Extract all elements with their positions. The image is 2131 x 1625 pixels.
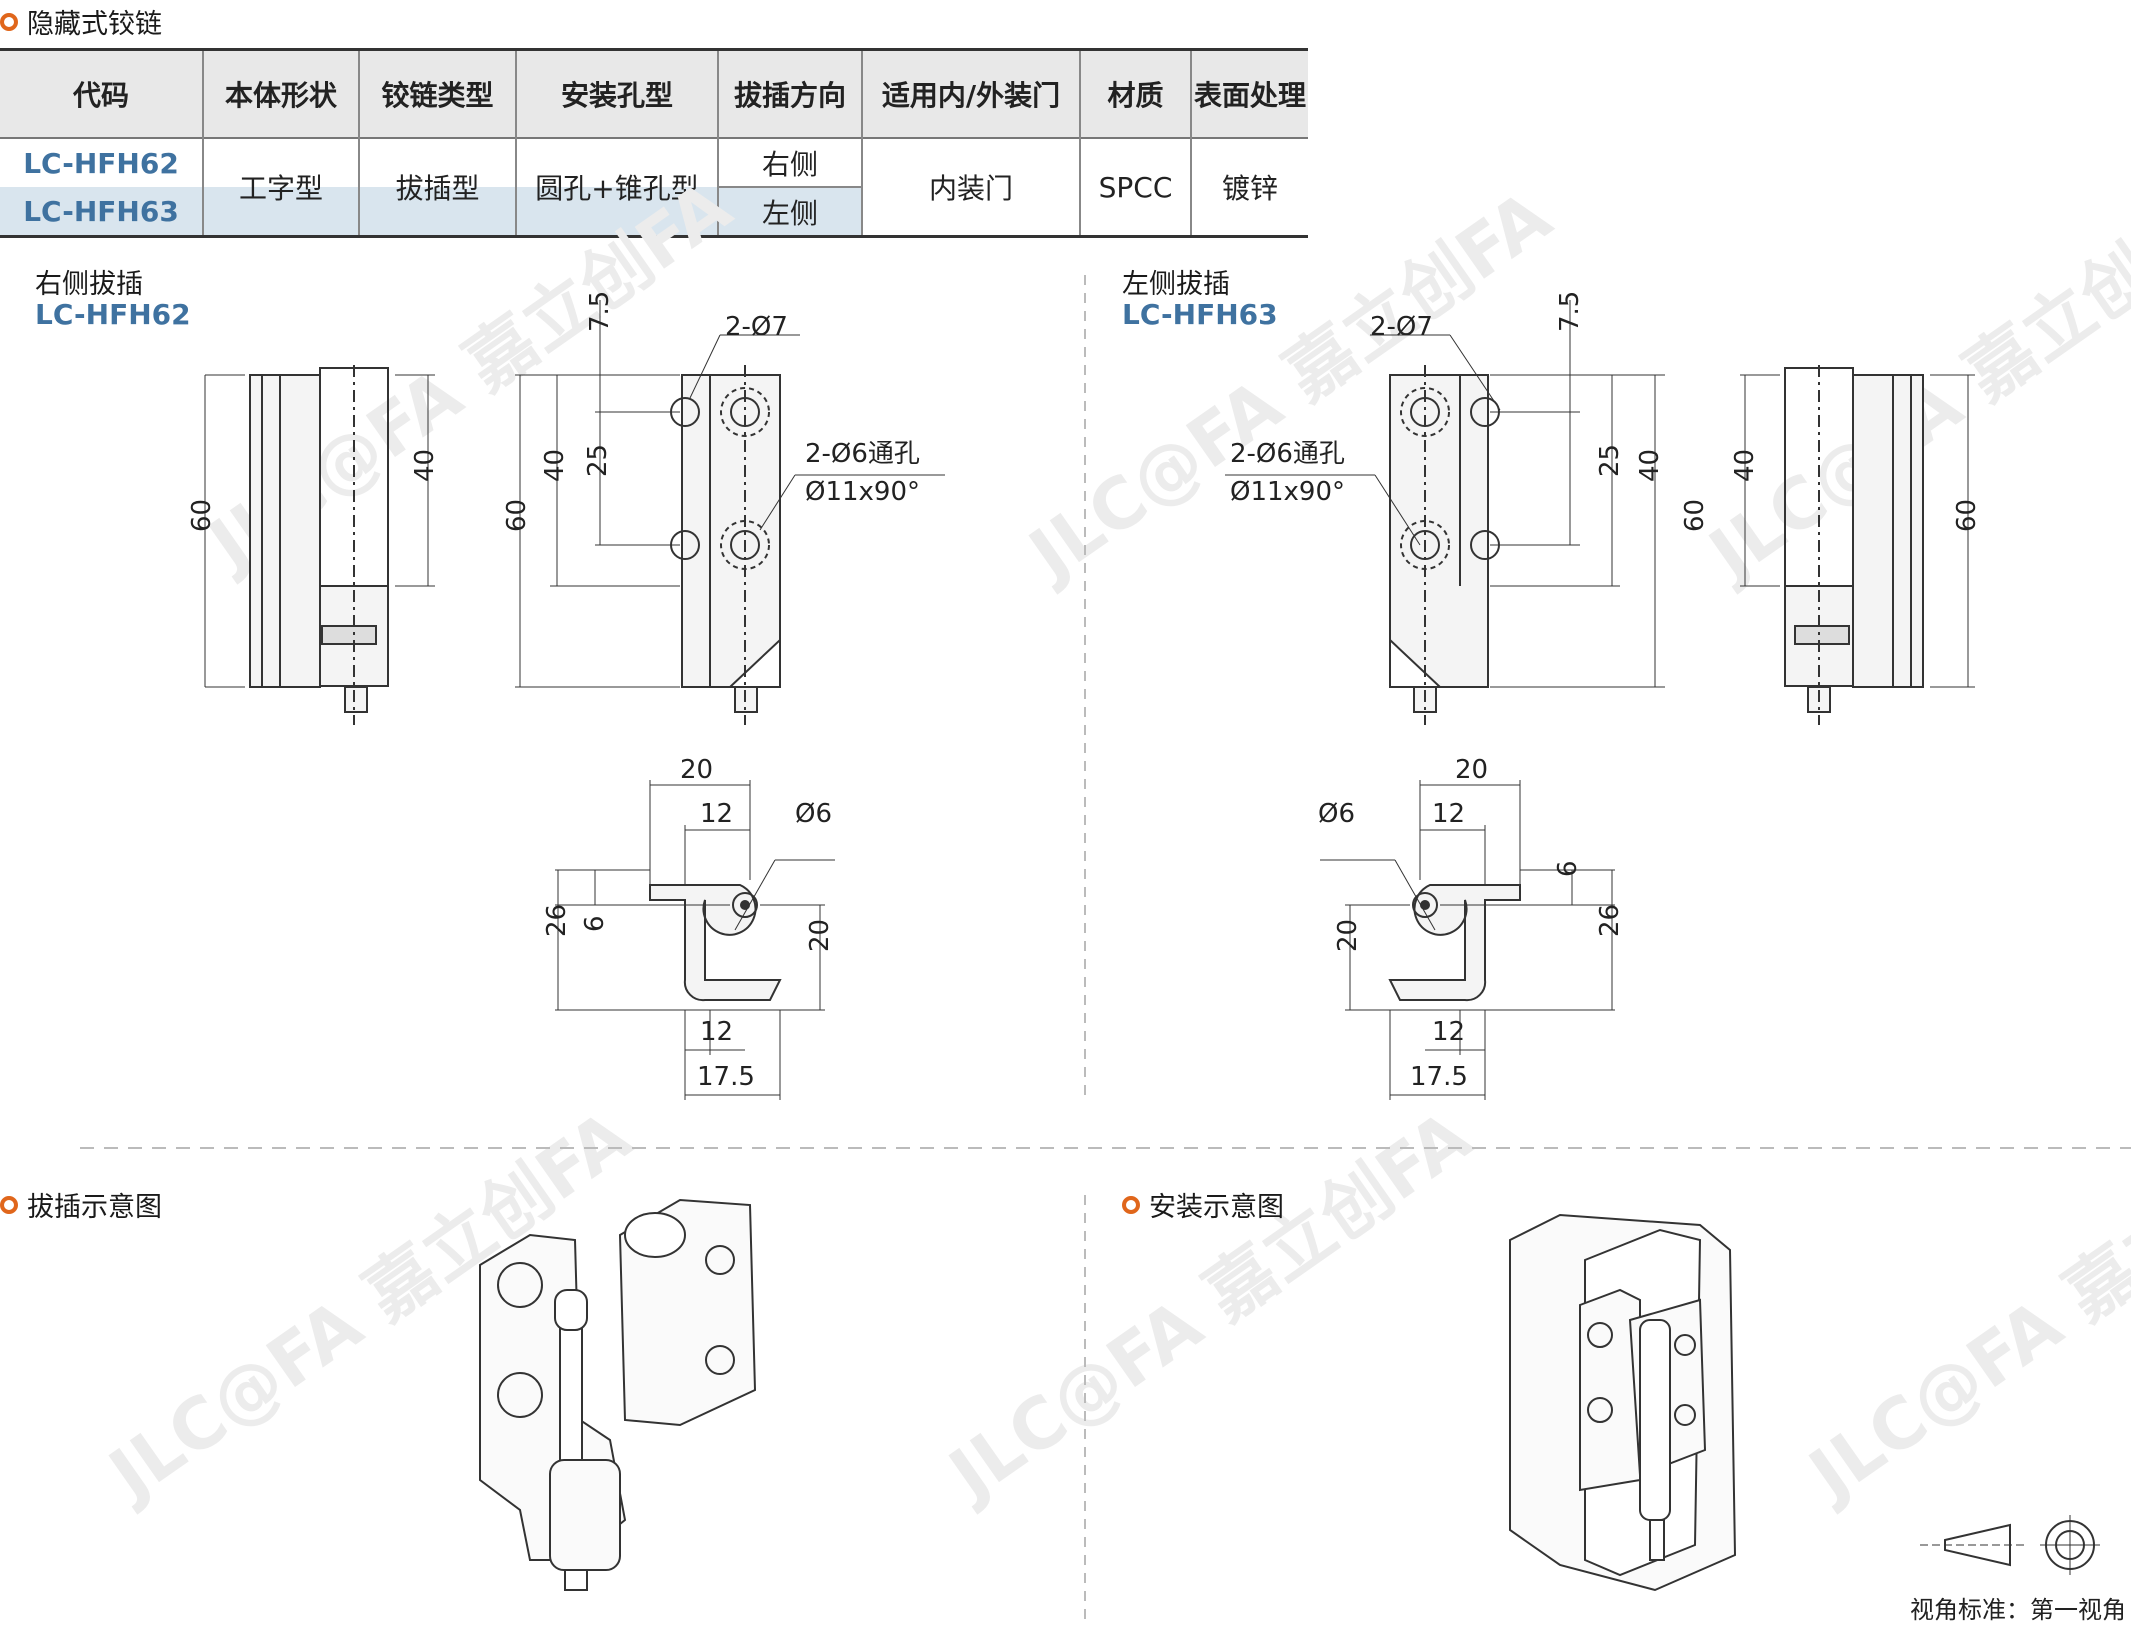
cell-direction-right: 右侧 bbox=[717, 138, 862, 187]
dim-20b-left: 20 bbox=[1333, 919, 1363, 952]
cell-shape: 工字型 bbox=[202, 138, 359, 237]
header-door: 适用内/外装门 bbox=[861, 49, 1080, 138]
bullet-ring-icon bbox=[1122, 1195, 1140, 1214]
left-top-view bbox=[1320, 780, 1615, 1100]
table-header-row: 代码 本体形状 铰链类型 安装孔型 拔插方向 适用内/外装门 材质 表面处理 bbox=[0, 49, 1308, 138]
dim-26-left: 26 bbox=[1595, 904, 1625, 937]
left-side-view bbox=[1740, 365, 1975, 725]
dim-12b: 12 bbox=[700, 1017, 733, 1047]
insertion-illustration bbox=[479, 1198, 757, 1591]
dim-25-left: 25 bbox=[1595, 444, 1625, 477]
header-direction: 拔插方向 bbox=[717, 49, 862, 138]
dim-12-left: 12 bbox=[1432, 799, 1465, 829]
cell-door: 内装门 bbox=[861, 138, 1080, 237]
header-hole: 安装孔型 bbox=[515, 49, 718, 138]
cell-hole: 圆孔+锥孔型 bbox=[515, 138, 718, 237]
dim-holes7-left: 2-Ø7 bbox=[1370, 312, 1433, 342]
dim-60: 60 bbox=[187, 499, 217, 532]
dim-6-left: 6 bbox=[1553, 860, 1583, 877]
dim-20b: 20 bbox=[805, 919, 835, 952]
dim-40: 40 bbox=[410, 449, 440, 482]
header-code: 代码 bbox=[0, 49, 203, 138]
dim-holes7: 2-Ø7 bbox=[725, 312, 788, 342]
right-side-view bbox=[204, 365, 435, 725]
right-front-view bbox=[515, 300, 945, 725]
dim-7-5: 7.5 bbox=[585, 291, 615, 332]
installation-illustration bbox=[1509, 1213, 1737, 1592]
left-front-view bbox=[1225, 300, 1665, 725]
dim-holes6a: 2-Ø6通孔 bbox=[805, 439, 920, 469]
dim-d6: Ø6 bbox=[795, 799, 832, 829]
dim-17-5-left: 17.5 bbox=[1410, 1062, 1468, 1092]
table-row: LC-HFH62 工字型 拔插型 圆孔+锥孔型 右侧 内装门 SPCC 镀锌 bbox=[0, 138, 1308, 237]
cell-surface: 镀锌 bbox=[1190, 138, 1308, 237]
dim-25: 25 bbox=[583, 444, 613, 477]
right-insert-code: LC-HFH62 bbox=[35, 298, 191, 331]
code-hfh63: LC-HFH63 bbox=[0, 187, 203, 237]
page-title: 隐藏式铰链 bbox=[0, 2, 162, 41]
dim-12b-left: 12 bbox=[1432, 1017, 1465, 1047]
dim-holes6b-left: Ø11x90° bbox=[1230, 477, 1345, 507]
bullet-ring-icon bbox=[0, 1195, 18, 1214]
dim-40-left: 40 bbox=[1635, 449, 1665, 482]
right-insert-label: 右侧拔插 bbox=[35, 269, 143, 300]
dim-holes6b: Ø11x90° bbox=[805, 477, 920, 507]
dim-d6-left: Ø6 bbox=[1318, 799, 1355, 829]
bullet-ring-icon bbox=[0, 12, 18, 31]
cell-type: 拔插型 bbox=[358, 138, 516, 237]
dim-17-5: 17.5 bbox=[697, 1062, 755, 1092]
dim-holes6a-left: 2-Ø6通孔 bbox=[1230, 439, 1345, 469]
header-type: 铰链类型 bbox=[358, 49, 516, 138]
code-hfh62: LC-HFH62 bbox=[23, 146, 179, 180]
header-surface: 表面处理 bbox=[1190, 49, 1308, 138]
dim-60-side: 60 bbox=[1952, 499, 1982, 532]
dim-7-5-left: 7.5 bbox=[1555, 291, 1585, 332]
dim-60: 60 bbox=[502, 499, 532, 532]
dim-20-left: 20 bbox=[1455, 755, 1488, 785]
insertion-diagram-title: 拔插示意图 bbox=[0, 1185, 162, 1224]
dim-20: 20 bbox=[680, 755, 713, 785]
dim-26: 26 bbox=[542, 904, 572, 937]
header-material: 材质 bbox=[1079, 49, 1191, 138]
dim-6: 6 bbox=[580, 915, 610, 932]
dim-12: 12 bbox=[700, 799, 733, 829]
view-standard: 视角标准：第一视角 bbox=[1910, 1596, 2126, 1624]
left-insert-code: LC-HFH63 bbox=[1122, 298, 1278, 331]
dim-40-side: 40 bbox=[1730, 449, 1760, 482]
spec-table: 代码 本体形状 铰链类型 安装孔型 拔插方向 适用内/外装门 材质 表面处理 L… bbox=[0, 48, 1308, 238]
dim-60-left: 60 bbox=[1680, 499, 1710, 532]
header-shape: 本体形状 bbox=[202, 49, 359, 138]
cell-direction-left: 左侧 bbox=[717, 186, 862, 237]
left-insert-label: 左侧拔插 bbox=[1122, 269, 1230, 300]
first-angle-symbol-icon bbox=[1920, 1515, 2100, 1575]
right-top-view bbox=[555, 780, 835, 1100]
dim-40: 40 bbox=[540, 449, 570, 482]
installation-diagram-title: 安装示意图 bbox=[1122, 1185, 1284, 1224]
cell-material: SPCC bbox=[1079, 138, 1191, 237]
